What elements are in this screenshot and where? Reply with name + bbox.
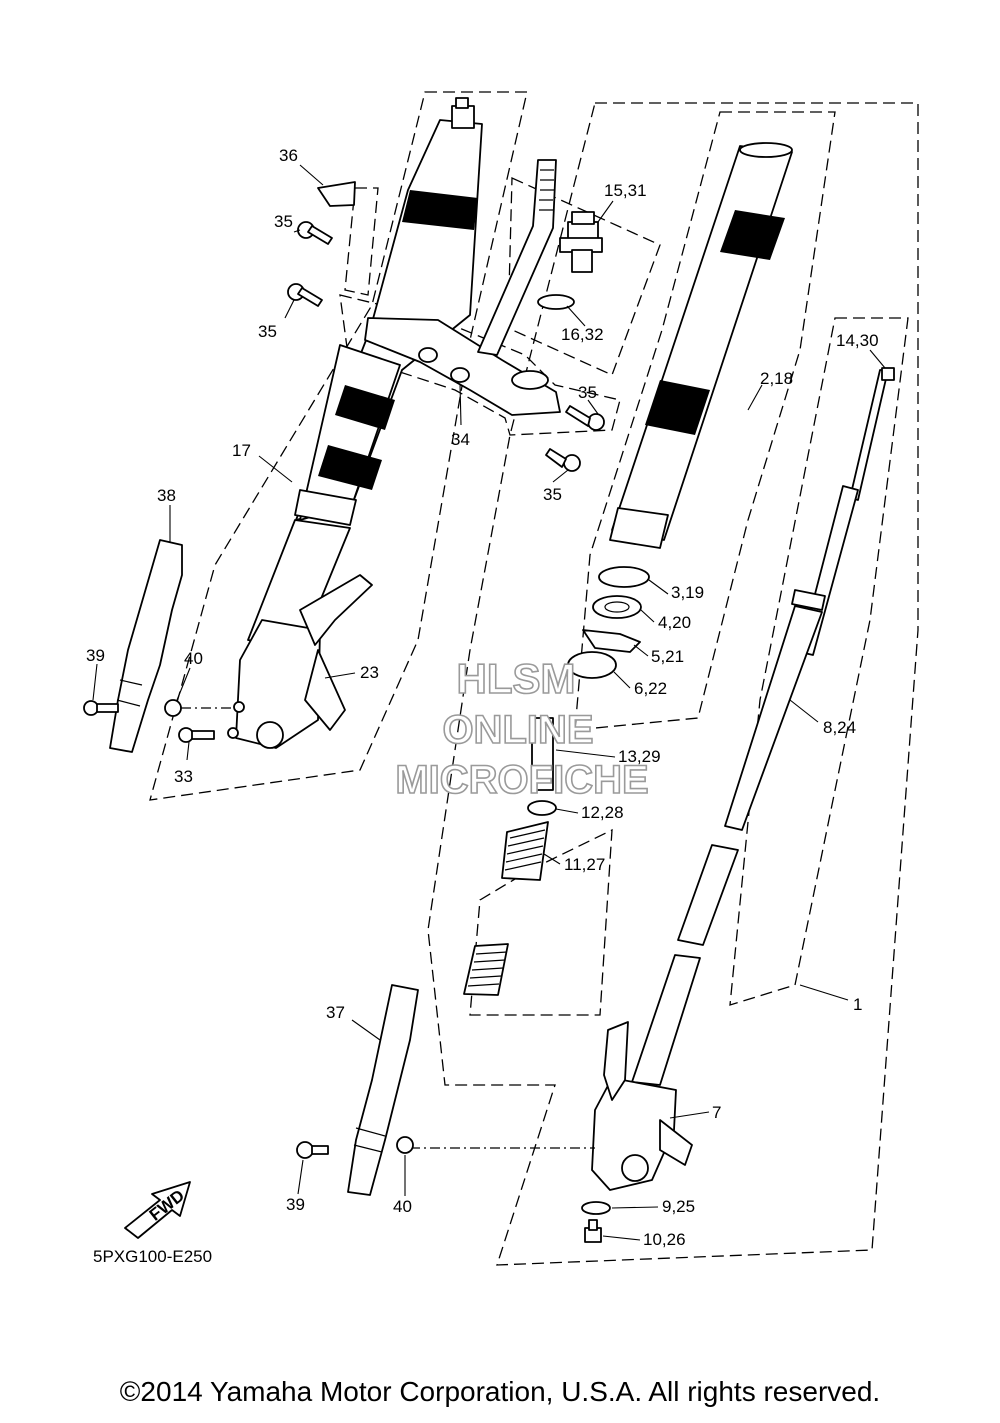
- callout-39-b: 39: [286, 1195, 305, 1214]
- callout-17: 17: [232, 441, 251, 460]
- callout-40-b: 40: [393, 1197, 412, 1216]
- callout-13-29: 13,29: [618, 747, 661, 766]
- callout-34: 34: [451, 430, 470, 449]
- callout-23: 23: [360, 663, 379, 682]
- callout-3-19: 3,19: [671, 583, 704, 602]
- inner-slider: [410, 844, 739, 1243]
- steering-stem: [477, 159, 557, 356]
- callout-9-25: 9,25: [662, 1197, 695, 1216]
- spring-parts: [463, 717, 557, 996]
- spring-lower: [463, 943, 509, 996]
- callout-16-32: 16,32: [561, 325, 604, 344]
- group-outlines: [149, 91, 919, 1266]
- callout-33: 33: [174, 767, 193, 786]
- watermark-line-1: HLSM: [457, 655, 576, 702]
- callout-4-20: 4,20: [658, 613, 691, 632]
- callout-39-a: 39: [86, 646, 105, 665]
- callout-40-a: 40: [184, 649, 203, 668]
- spring-outline: [469, 828, 613, 1016]
- callout-11-27: 11,27: [564, 855, 605, 874]
- left-fork-outline: [149, 91, 528, 801]
- callout-36: 36: [279, 146, 298, 165]
- callout-labels: 36 35 35 15,31 16,32 35 34 35 17 38 39 4…: [86, 146, 879, 1266]
- callout-7: 7: [712, 1103, 721, 1122]
- right-assembly-outline: [427, 102, 919, 1266]
- cap-outline: [507, 177, 661, 376]
- inner-tube-outline: [574, 111, 836, 731]
- copyright-notice: ©2014 Yamaha Motor Corporation, U.S.A. A…: [119, 1376, 881, 1407]
- upper-bracket: [364, 317, 561, 416]
- fork-guard-37: [296, 984, 419, 1196]
- callout-8-24: 8,24: [823, 718, 856, 737]
- bolts: [178, 221, 605, 743]
- cap-bolt: [537, 211, 603, 310]
- callout-2-18: 2,18: [760, 369, 793, 388]
- callout-37: 37: [326, 1003, 345, 1022]
- cover-outline: [344, 187, 379, 296]
- callout-35-d: 35: [543, 485, 562, 504]
- callout-10-26: 10,26: [643, 1230, 686, 1249]
- callout-35-b: 35: [258, 322, 277, 341]
- watermark: HLSM ONLINE MICROFICHE: [395, 654, 650, 803]
- watermark-line-3: MICROFICHE: [395, 758, 648, 802]
- callout-35-c: 35: [578, 383, 597, 402]
- diagram-code: 5PXG100-E250: [93, 1247, 212, 1266]
- leader-lines: [92, 164, 886, 1241]
- callout-1: 1: [853, 995, 862, 1014]
- callout-12-28: 12,28: [581, 803, 624, 822]
- damper-rod-outline: [729, 317, 909, 1006]
- fwd-arrow: FWD: [124, 1181, 191, 1239]
- spring-upper: [501, 821, 549, 881]
- callout-38: 38: [157, 486, 176, 505]
- callout-35-a: 35: [274, 212, 293, 231]
- fork-guard-38: [83, 539, 235, 753]
- watermark-line-2: ONLINE: [442, 708, 593, 752]
- cover-36: [317, 181, 356, 207]
- seal-stack: [567, 566, 650, 679]
- outer-tube: [609, 142, 793, 549]
- damper-rod: [724, 367, 895, 831]
- callout-14-30: 14,30: [836, 331, 879, 350]
- callout-5-21: 5,21: [651, 647, 684, 666]
- callout-15-31: 15,31: [604, 181, 647, 200]
- callout-6-22: 6,22: [634, 679, 667, 698]
